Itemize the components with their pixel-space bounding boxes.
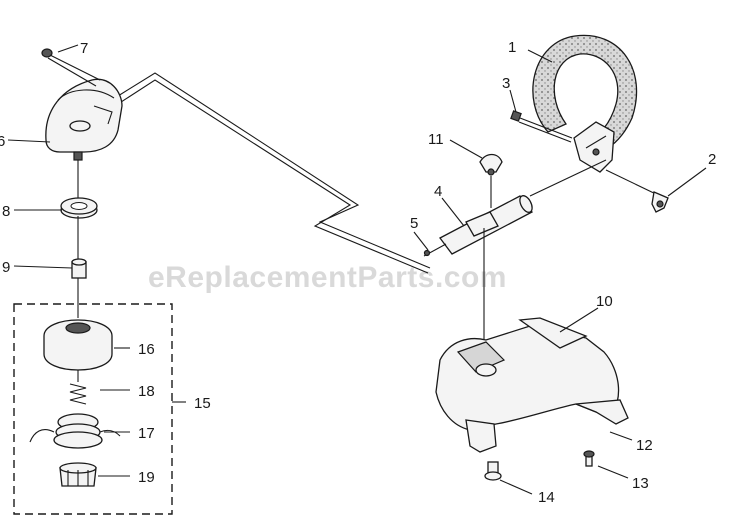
gear-head-part — [45, 78, 123, 198]
callout-4: 4 — [434, 183, 442, 200]
callout-8: 8 — [2, 203, 10, 220]
bolt-part — [510, 110, 573, 143]
shaft-bracket-part — [465, 211, 499, 345]
callout-12: 12 — [636, 437, 653, 454]
bearing-part — [60, 197, 98, 262]
callout-3: 3 — [502, 75, 510, 92]
callout-16: 16 — [138, 341, 155, 358]
spool-housing-part — [43, 319, 113, 382]
callout-15: 15 — [194, 395, 211, 412]
cable-part — [423, 243, 447, 257]
spool-part — [29, 413, 121, 449]
d-handle-part — [532, 34, 638, 173]
screw-14-part — [484, 461, 502, 481]
callout-labels: 1 2 3 4 5 6 7 8 9 10 11 12 13 14 15 16 1… — [0, 39, 716, 506]
callout-18: 18 — [138, 383, 155, 400]
callout-10: 10 — [596, 293, 613, 310]
wing-nut-part — [605, 169, 669, 213]
watermark-text: eReplacementParts.com — [148, 261, 507, 294]
callout-11: 11 — [428, 131, 444, 148]
callout-5: 5 — [410, 215, 418, 232]
callout-13: 13 — [632, 475, 649, 492]
callout-2: 2 — [708, 151, 716, 168]
callout-19: 19 — [138, 469, 155, 486]
spring-part — [69, 383, 87, 405]
callout-9: 9 — [2, 259, 10, 276]
trimmer-head-kit-box — [13, 303, 173, 515]
shaft-tube-part — [439, 159, 607, 255]
callout-6: 6 — [0, 133, 5, 150]
shaft-connection-lines — [117, 72, 431, 274]
guard-part — [435, 317, 629, 453]
screw-7-part — [41, 48, 101, 87]
callout-14: 14 — [538, 489, 555, 506]
knob-part — [59, 462, 97, 487]
clamp-part — [479, 153, 503, 208]
screw-13-part — [583, 450, 595, 467]
leader-lines — [7, 44, 707, 495]
bushing-part — [71, 258, 87, 318]
callout-1: 1 — [508, 39, 516, 56]
callout-7: 7 — [80, 40, 88, 57]
callout-17: 17 — [138, 425, 155, 442]
